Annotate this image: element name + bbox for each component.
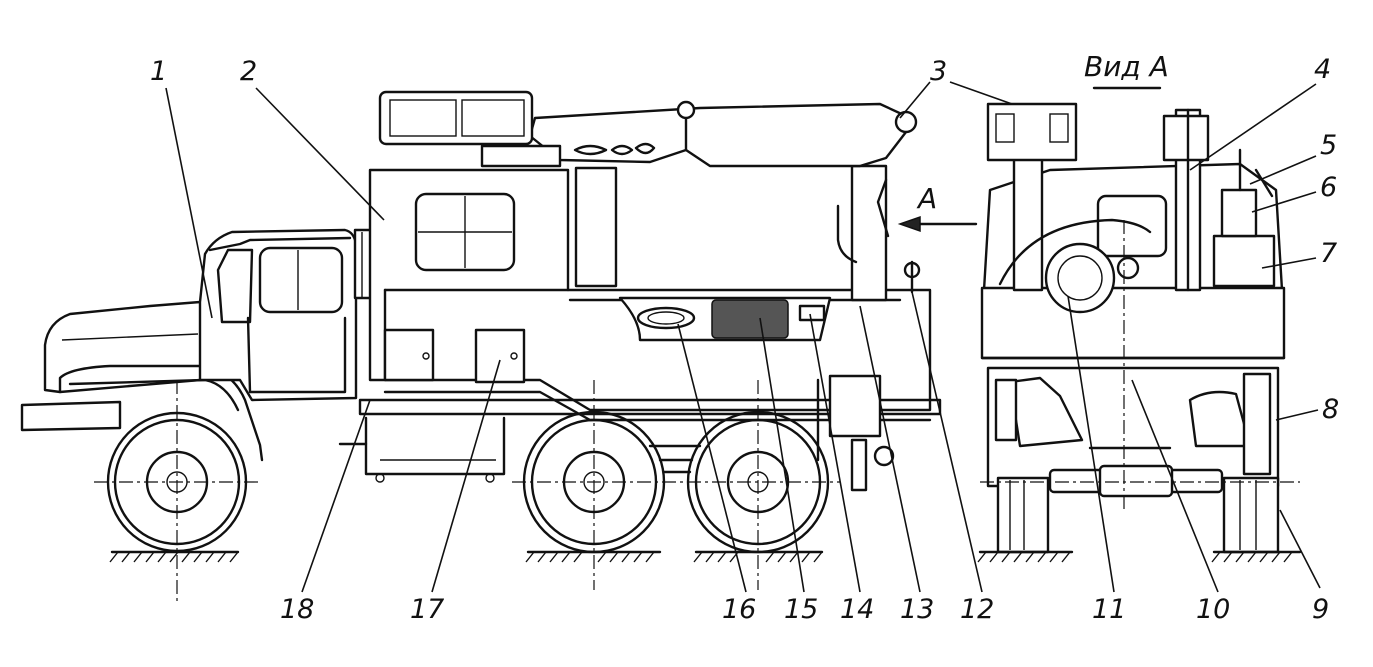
callout-7: 7 <box>1320 238 1337 269</box>
rear-drum <box>1044 242 1116 314</box>
view-a: Вид А <box>977 50 1302 563</box>
rear-window <box>1096 194 1168 258</box>
callout-8: 8 <box>1322 394 1339 425</box>
callout-3: 3 <box>930 56 947 87</box>
cable-coil <box>636 306 696 330</box>
callout-16: 16 <box>722 594 756 625</box>
callout-10: 10 <box>1196 594 1230 625</box>
cable-drum <box>711 299 789 339</box>
callout-2: 2 <box>240 56 257 87</box>
rear-tire-left <box>996 476 1050 554</box>
arrow-label: А <box>916 182 937 215</box>
callout-11: 11 <box>1092 594 1126 625</box>
callout-17: 17 <box>410 594 444 625</box>
windshield <box>216 248 254 324</box>
callout-13: 13 <box>900 594 934 625</box>
rear-platform <box>980 286 1286 360</box>
ground-line <box>109 550 824 563</box>
callout-15: 15 <box>784 594 818 625</box>
callout-4: 4 <box>1314 54 1331 85</box>
callout-6: 6 <box>1320 172 1337 203</box>
rear-tire-right <box>1222 476 1280 554</box>
hatch-17 <box>474 328 526 384</box>
callout-9: 9 <box>1312 594 1329 625</box>
hood <box>43 300 207 394</box>
hatch-18 <box>383 328 435 382</box>
callout-1: 1 <box>150 56 167 87</box>
gear-housing <box>1008 376 1084 448</box>
boom-base <box>480 144 562 168</box>
view-a-title: Вид А <box>1084 50 1169 83</box>
callout-12: 12 <box>960 594 994 625</box>
callout-5: 5 <box>1320 130 1337 161</box>
crane-boom <box>528 102 908 168</box>
leader-lines <box>165 81 1321 593</box>
callout-14: 14 <box>840 594 874 625</box>
callouts: 1 2 3 4 5 6 7 8 9 10 11 12 13 14 15 16 1… <box>150 54 1339 625</box>
crane-column <box>850 164 888 302</box>
callout-18: 18 <box>280 594 314 625</box>
center-lines <box>94 380 840 604</box>
cab-window <box>258 246 344 314</box>
front-bumper <box>20 400 122 432</box>
rear-equipment <box>828 374 882 438</box>
side-view: А <box>20 90 978 604</box>
cab-door <box>246 316 347 394</box>
